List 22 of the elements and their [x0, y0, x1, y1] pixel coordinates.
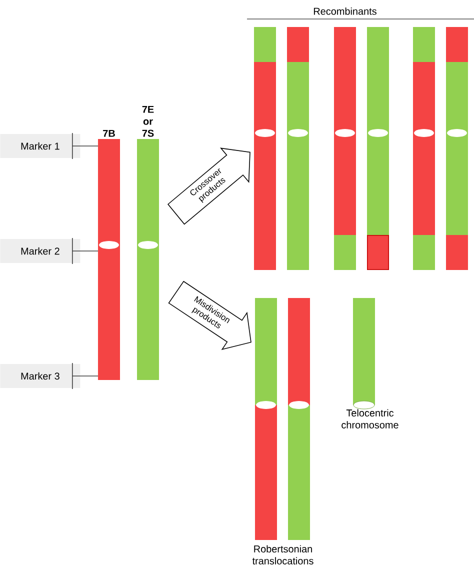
chromosome	[446, 27, 468, 270]
chromosome	[287, 27, 309, 270]
node-label: 7E or 7S	[142, 106, 154, 137]
node-label: 7B	[103, 130, 115, 137]
marker-label: Marker 3	[0, 364, 80, 388]
chromosome: 7E or 7S	[137, 106, 159, 380]
leader-line	[72, 132, 98, 160]
group-heading: Recombinants	[314, 8, 376, 15]
chromosome: 7B	[98, 130, 120, 380]
chromosome	[353, 298, 375, 410]
marker-label: Marker 1	[0, 134, 80, 158]
chromosome	[367, 27, 389, 270]
group-caption: Robertsonian translocations	[252, 545, 314, 564]
chromosome	[413, 27, 435, 270]
chromosome	[288, 298, 310, 540]
marker-label: Marker 2	[0, 239, 80, 263]
leader-line	[72, 362, 98, 390]
chromosome	[334, 27, 356, 270]
chromosome	[255, 298, 277, 540]
leader-line	[72, 238, 98, 264]
bar-caption: Telocentric chromosome	[342, 409, 398, 428]
chromosome	[254, 27, 276, 270]
